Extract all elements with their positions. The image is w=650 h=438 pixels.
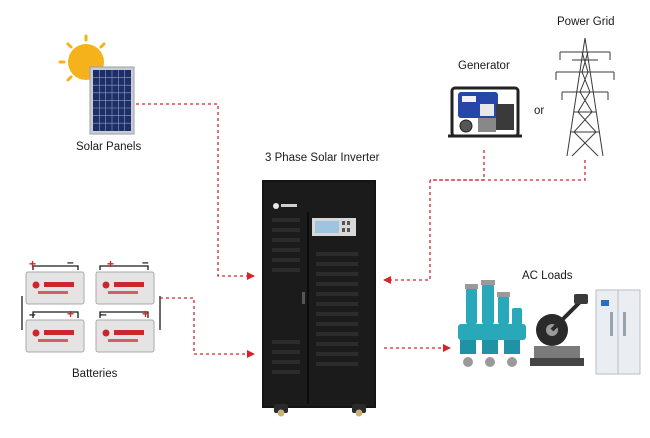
label-ac-loads: AC Loads bbox=[522, 270, 573, 282]
svg-text:–: – bbox=[142, 255, 149, 269]
svg-text:–: – bbox=[29, 307, 36, 321]
svg-text:+: + bbox=[67, 307, 74, 321]
svg-text:+: + bbox=[142, 307, 149, 321]
arrow-solar-to-inverter bbox=[136, 103, 255, 280]
label-power-grid: Power Grid bbox=[557, 16, 615, 28]
battery-icon bbox=[95, 271, 155, 305]
generator-icon bbox=[448, 86, 522, 138]
svg-text:+: + bbox=[107, 257, 114, 271]
label-solar-panels: Solar Panels bbox=[76, 141, 142, 153]
refrigerator-icon bbox=[595, 289, 641, 375]
water-pump-icon bbox=[458, 280, 526, 367]
battery-icon bbox=[25, 271, 85, 305]
svg-text:–: – bbox=[100, 307, 107, 321]
label-batteries: Batteries bbox=[72, 368, 118, 380]
arrow-gen-grid-to-inverter bbox=[383, 180, 431, 284]
polarity-signs: + – + – – + – + bbox=[29, 255, 149, 321]
battery-icon bbox=[95, 319, 155, 353]
inverter-cabinet-icon bbox=[262, 180, 376, 417]
arrow-battery-to-inverter bbox=[160, 297, 255, 358]
label-or: or bbox=[534, 105, 545, 117]
line-generator bbox=[430, 150, 485, 181]
svg-text:–: – bbox=[67, 255, 74, 269]
power-tower-icon bbox=[555, 37, 615, 157]
cutoff-saw-icon bbox=[530, 294, 588, 366]
label-inverter: 3 Phase Solar Inverter bbox=[265, 152, 380, 164]
solar-panel-icon bbox=[89, 66, 135, 135]
label-generator: Generator bbox=[458, 60, 510, 72]
battery-group: + – + – – + – + bbox=[21, 255, 161, 353]
power-flow-lines bbox=[136, 103, 586, 358]
line-grid bbox=[430, 160, 586, 181]
svg-text:+: + bbox=[29, 257, 36, 271]
battery-icon bbox=[25, 319, 85, 353]
